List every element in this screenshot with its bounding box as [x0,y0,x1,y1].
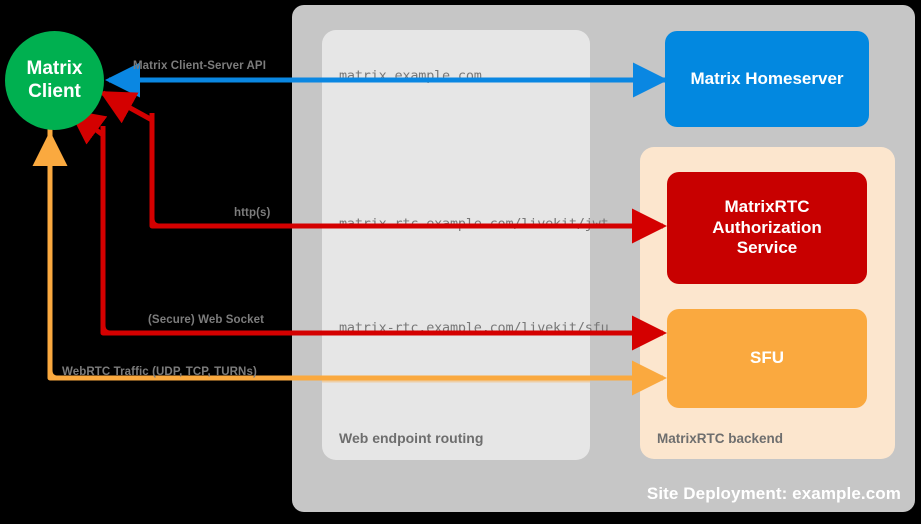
matrixrtc-backend-label: MatrixRTC backend [657,431,784,446]
matrix-homeserver-label: Matrix Homeserver [690,68,844,88]
endpoint-matrix: matrix.example.com [339,68,482,84]
auth-service-line1: MatrixRTC [724,197,810,217]
flow-label-client-server-api: Matrix Client-Server API [133,60,266,72]
node-matrix-homeserver[interactable]: Matrix Homeserver [665,31,869,127]
node-sfu[interactable]: SFU [667,309,867,408]
node-matrixrtc-authorization-service[interactable]: MatrixRTC Authorization Service [667,172,867,284]
matrix-client-line1: Matrix [26,57,83,79]
wire-websocket-to-client [68,109,300,336]
flow-label-https: http(s) [234,207,271,219]
web-endpoint-routing-container: matrix.example.com matrix-rtc.example.co… [322,30,609,460]
site-deployment-label: Site Deployment: example.com [646,484,901,503]
sfu-label: SFU [750,348,784,368]
auth-service-line2: Authorization [712,217,822,237]
node-matrix-client[interactable]: Matrix Client [5,31,104,130]
wire-webrtc-to-client [32,130,200,381]
web-endpoint-routing-label: Web endpoint routing [339,430,484,446]
flow-label-webrtc-traffic: WebRTC Traffic (UDP, TCP, TURNs) [62,366,257,378]
matrix-client-line2: Client [28,80,81,102]
flow-label-web-socket: (Secure) Web Socket [148,314,265,326]
endpoint-livekit-jwt: matrix-rtc.example.com/livekit/jwt [339,216,609,232]
auth-service-line3: Service [736,238,798,258]
endpoint-livekit-sfu: matrix-rtc.example.com/livekit/sfu [339,320,609,336]
